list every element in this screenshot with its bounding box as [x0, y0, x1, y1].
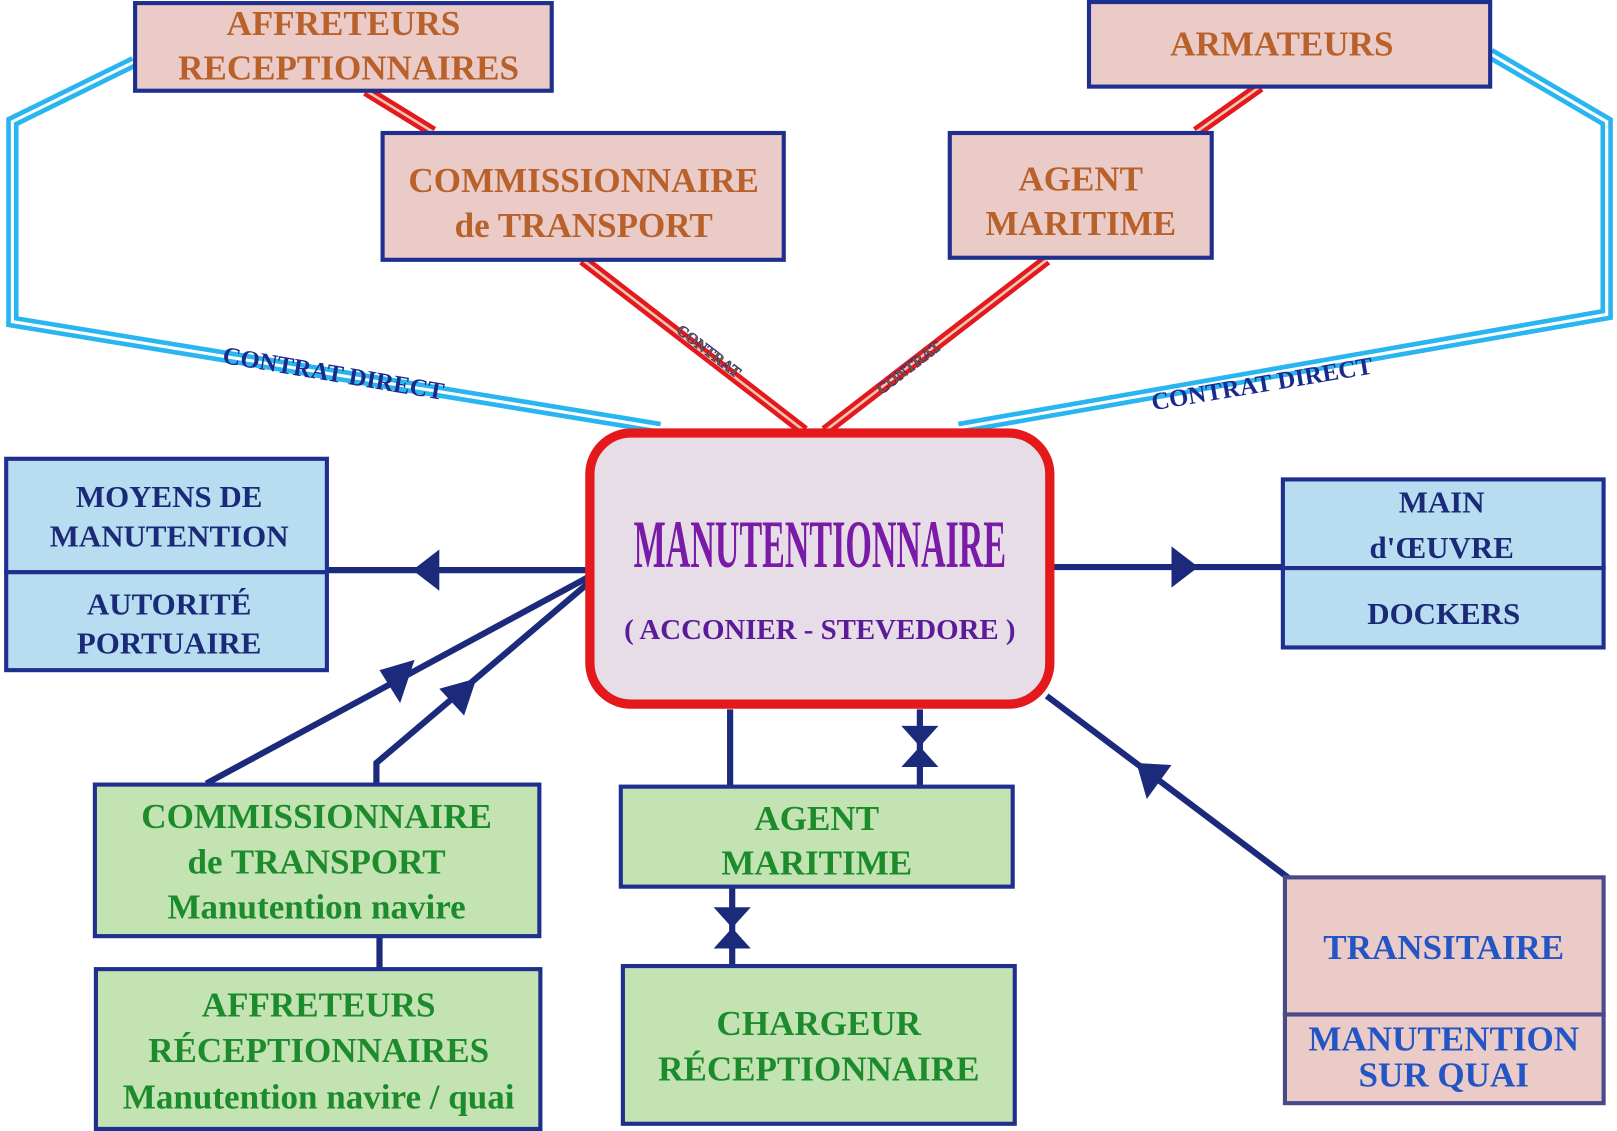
box-line: SUR QUAI [1359, 1056, 1529, 1095]
box-line: TRANSITAIRE [1323, 928, 1564, 967]
box-line: MOYENS DE [76, 479, 262, 514]
box-line: COMMISSIONNAIRE [408, 161, 759, 200]
box-line: MANUTENTION [50, 518, 289, 553]
box-line: d'ŒUVRE [1370, 530, 1514, 565]
box-line: AFFRETEURS [227, 4, 461, 43]
contrat-direct-left-label: CONTRAT DIRECT [221, 342, 447, 406]
box-line: RÉCEPTIONNAIRES [148, 1031, 489, 1070]
box-line: Manutention navire / quai [123, 1077, 515, 1116]
center-manutentionnaire: MANUTENTIONNAIRE ( ACCONIER - STEVEDORE … [585, 428, 1055, 709]
box-autorite-portuaire: AUTORITÉ PORTUAIRE [4, 570, 329, 673]
box-line: de TRANSPORT [188, 842, 446, 881]
box-line: MANUTENTION [1308, 1020, 1579, 1059]
box-moyens-manutention: MOYENS DE MANUTENTION [4, 456, 329, 575]
box-line: AGENT [1018, 160, 1143, 199]
box-line: AFFRETEURS [202, 986, 436, 1025]
contrat-direct-right-label: CONTRAT DIRECT [1149, 353, 1375, 417]
box-transitaire: TRANSITAIRE [1282, 875, 1606, 1017]
direct-contract-lines [6, 48, 1613, 434]
center-title: MANUTENTIONNAIRE [634, 506, 1006, 582]
box-commissionnaire-bottom: COMMISSIONNAIRE de TRANSPORT Manutention… [92, 782, 542, 939]
box-armateurs: ARMATEURS [1086, 0, 1493, 89]
contract-lines [363, 81, 1264, 436]
box-dockers: DOCKERS [1280, 566, 1606, 650]
contrat-right-label: CONTRAT [874, 338, 945, 398]
box-line: AUTORITÉ [87, 586, 251, 621]
connectors [204, 546, 1291, 970]
contrat-left-label: CONTRAT [673, 322, 744, 382]
box-line: MAIN [1399, 484, 1485, 519]
box-line: PORTUAIRE [77, 626, 261, 661]
box-chargeur-receptionnaire: CHARGEUR RÉCEPTIONNAIRE [620, 963, 1017, 1126]
box-line: RECEPTIONNAIRES [178, 48, 519, 87]
box-agent-maritime-top: AGENT MARITIME [947, 130, 1214, 260]
box-line: Manutention navire [167, 888, 465, 927]
box-affreteurs-bottom: AFFRETEURS RÉCEPTIONNAIRES Manutention n… [93, 967, 543, 1131]
box-line: ARMATEURS [1170, 25, 1393, 64]
box-agent-maritime-bottom: AGENT MARITIME [618, 784, 1015, 889]
box-line: MARITIME [985, 204, 1176, 243]
box-line: MARITIME [721, 843, 912, 882]
box-line: CHARGEUR [717, 1004, 922, 1043]
box-line: AGENT [754, 799, 879, 838]
box-affreteurs-receptionnaires-top: AFFRETEURS RECEPTIONNAIRES [133, 1, 554, 93]
center-subtitle: ( ACCONIER - STEVEDORE ) [624, 614, 1015, 646]
box-line: DOCKERS [1367, 596, 1520, 631]
box-main-oeuvre: MAIN d'ŒUVRE [1280, 477, 1606, 571]
box-line: de TRANSPORT [455, 206, 713, 245]
box-line: COMMISSIONNAIRE [141, 797, 492, 836]
box-line: RÉCEPTIONNAIRE [658, 1049, 979, 1088]
box-commissionnaire-top: COMMISSIONNAIRE de TRANSPORT [380, 130, 786, 262]
box-manutention-sur-quai: MANUTENTION SUR QUAI [1282, 1012, 1606, 1106]
